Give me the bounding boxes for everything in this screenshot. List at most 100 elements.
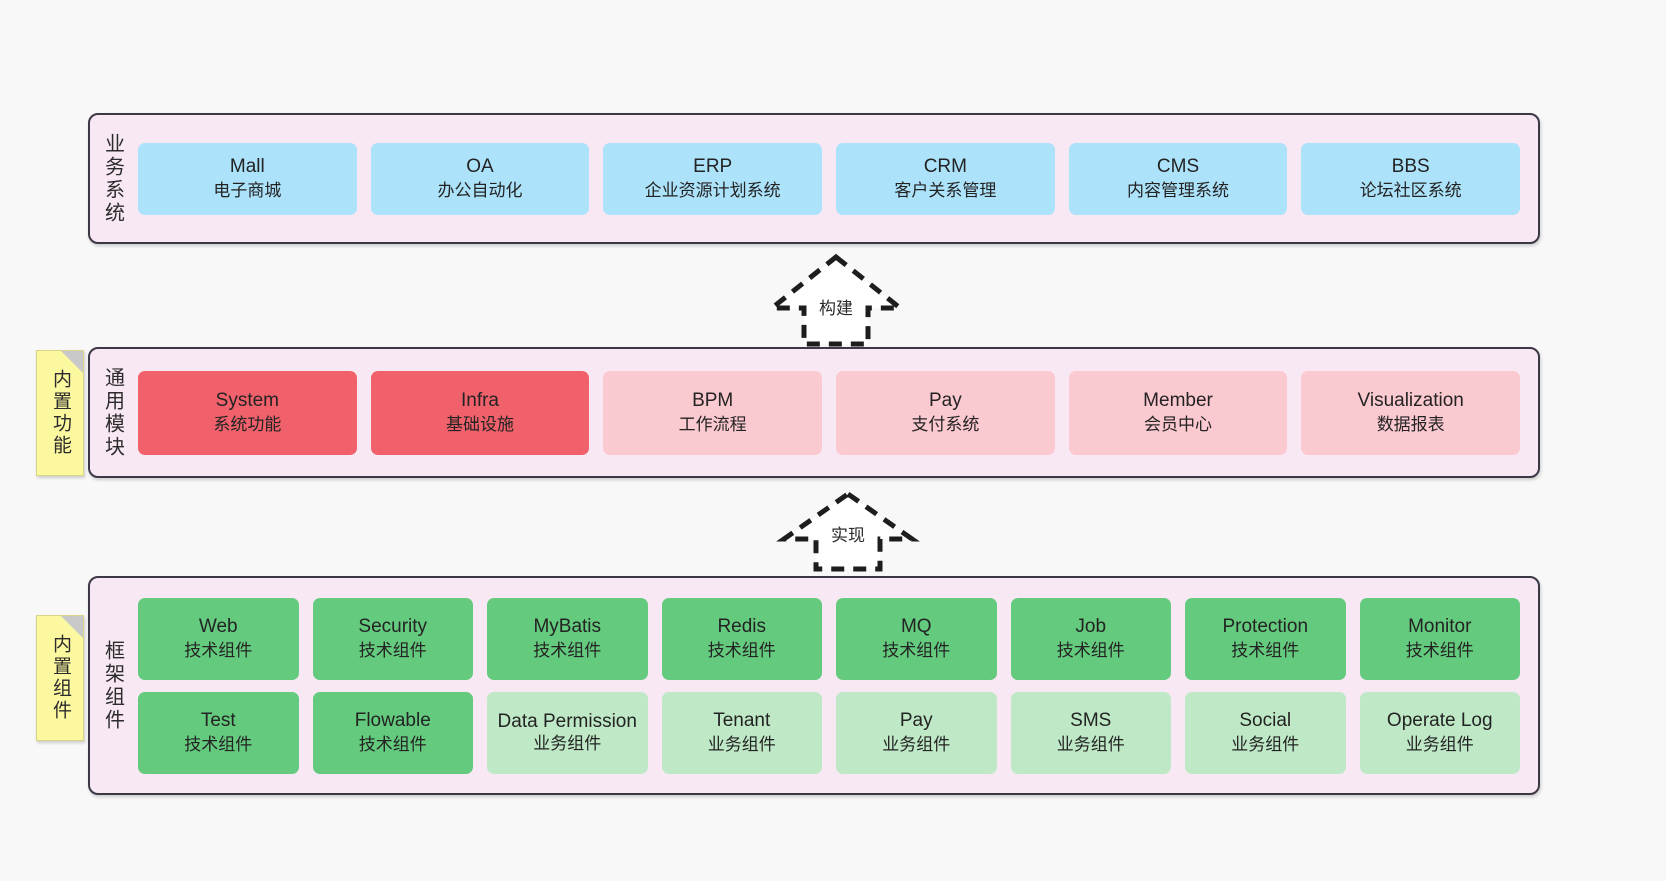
card-title: Tenant [713, 710, 771, 732]
note-builtin-component: 内置组件 [36, 615, 84, 741]
card-row: Mall 电子商城 OA 办公自动化 ERP 企业资源计划系统 CRM 客户关系… [138, 142, 1521, 215]
card-subtitle: 系统功能 [213, 414, 282, 434]
card-title: SMS [1070, 710, 1112, 732]
card-pay[interactable]: Pay 支付系统 [836, 370, 1055, 455]
card-subtitle: 电子商城 [213, 180, 282, 200]
card-subtitle: 技术组件 [707, 640, 776, 660]
note-label: 内置功能 [49, 369, 71, 457]
card-member[interactable]: Member 会员中心 [1068, 370, 1288, 455]
layer-title-framework: 框架组件 [101, 639, 124, 732]
card-subtitle: 技术组件 [882, 640, 951, 660]
card-mall[interactable]: Mall 电子商城 [138, 142, 357, 215]
layer-business-systems: 业务系统 Mall 电子商城 OA 办公自动化 ERP 企业资源计划系统 CRM… [88, 113, 1540, 244]
card-mybatis[interactable]: MyBatis 技术组件 [487, 597, 648, 680]
card-title: Redis [717, 616, 767, 638]
card-subtitle: 论坛社区系统 [1359, 180, 1462, 200]
note-label: 内置组件 [49, 634, 71, 722]
card-pay-component[interactable]: Pay 业务组件 [836, 691, 997, 774]
card-subtitle: 技术组件 [358, 734, 427, 754]
card-subtitle: 业务组件 [533, 733, 602, 753]
card-subtitle: 基础设施 [446, 414, 514, 434]
card-subtitle: 技术组件 [1056, 640, 1125, 660]
card-sms[interactable]: SMS 业务组件 [1010, 691, 1171, 774]
card-subtitle: 企业资源计划系统 [644, 180, 781, 200]
card-title: Test [200, 710, 236, 732]
layer-title-business: 业务系统 [101, 132, 124, 225]
card-title: Visualization [1357, 390, 1464, 412]
layer-common-modules: 通用模块 System 系统功能 Infra 基础设施 BPM 工作流程 Pay… [88, 347, 1540, 478]
card-title: Member [1143, 390, 1213, 412]
card-bbs[interactable]: BBS 论坛社区系统 [1301, 142, 1521, 215]
card-title: Mall [229, 156, 265, 178]
card-subtitle: 业务组件 [882, 734, 951, 754]
arrow-build: 构建 [748, 252, 924, 348]
card-visualization[interactable]: Visualization 数据报表 [1301, 370, 1521, 455]
card-web[interactable]: Web 技术组件 [138, 597, 299, 680]
dashed-up-arrow-icon [764, 253, 908, 347]
card-monitor[interactable]: Monitor 技术组件 [1359, 597, 1520, 680]
layer-body-business: Mall 电子商城 OA 办公自动化 ERP 企业资源计划系统 CRM 客户关系… [134, 115, 1538, 242]
card-test[interactable]: Test 技术组件 [138, 691, 299, 774]
card-subtitle: 办公自动化 [437, 180, 523, 200]
card-row: Test 技术组件 Flowable 技术组件 Data Permission … [138, 691, 1520, 774]
card-subtitle: 内容管理系统 [1127, 180, 1230, 200]
card-subtitle: 会员中心 [1144, 414, 1213, 434]
card-title: BBS [1391, 156, 1430, 178]
card-crm[interactable]: CRM 客户关系管理 [836, 142, 1055, 215]
card-subtitle: 技术组件 [184, 734, 253, 754]
card-subtitle: 业务组件 [1405, 734, 1474, 754]
card-title: MyBatis [533, 616, 602, 638]
note-builtin-function: 内置功能 [36, 350, 84, 476]
card-row: System 系统功能 Infra 基础设施 BPM 工作流程 Pay 支付系统… [138, 370, 1521, 455]
layer-body-modules: System 系统功能 Infra 基础设施 BPM 工作流程 Pay 支付系统… [134, 349, 1538, 476]
card-subtitle: 支付系统 [911, 414, 980, 434]
card-data-permission[interactable]: Data Permission 业务组件 [487, 691, 648, 774]
layer-framework-components: 框架组件 Web 技术组件 Security 技术组件 MyBatis 技术组件… [88, 576, 1540, 795]
card-erp[interactable]: ERP 企业资源计划系统 [603, 142, 823, 215]
card-title: Job [1075, 616, 1107, 638]
card-title: ERP [693, 156, 733, 178]
card-title: MQ [900, 616, 932, 638]
card-protection[interactable]: Protection 技术组件 [1185, 597, 1346, 680]
card-title: Infra [460, 390, 500, 412]
card-subtitle: 业务组件 [1056, 734, 1125, 754]
card-title: Pay [899, 710, 933, 732]
card-system[interactable]: System 系统功能 [138, 370, 357, 455]
card-mq[interactable]: MQ 技术组件 [836, 597, 997, 680]
card-tenant[interactable]: Tenant 业务组件 [661, 691, 822, 774]
card-security[interactable]: Security 技术组件 [312, 597, 473, 680]
card-title: Operate Log [1386, 710, 1493, 732]
card-title: Social [1239, 710, 1292, 732]
card-bpm[interactable]: BPM 工作流程 [603, 370, 823, 455]
card-infra[interactable]: Infra 基础设施 [370, 370, 590, 455]
card-title: Data Permission [497, 710, 637, 732]
card-subtitle: 技术组件 [1231, 640, 1300, 660]
card-subtitle: 客户关系管理 [894, 180, 997, 200]
card-title: Pay [928, 390, 962, 412]
card-social[interactable]: Social 业务组件 [1185, 691, 1346, 774]
card-operate-log[interactable]: Operate Log 业务组件 [1359, 691, 1520, 774]
card-title: OA [466, 156, 494, 178]
card-cms[interactable]: CMS 内容管理系统 [1068, 142, 1288, 215]
card-subtitle: 技术组件 [184, 640, 253, 660]
card-subtitle: 工作流程 [678, 414, 747, 434]
card-subtitle: 技术组件 [358, 640, 427, 660]
card-title: System [215, 390, 280, 412]
layer-title-modules: 通用模块 [101, 366, 124, 459]
dashed-up-arrow-icon [776, 490, 920, 572]
card-oa[interactable]: OA 办公自动化 [370, 142, 590, 215]
layer-body-framework: Web 技术组件 Security 技术组件 MyBatis 技术组件 Redi… [134, 578, 1538, 793]
card-title: CMS [1156, 156, 1200, 178]
card-subtitle: 数据报表 [1376, 414, 1445, 434]
arrow-implement: 实现 [760, 489, 936, 573]
card-job[interactable]: Job 技术组件 [1010, 597, 1171, 680]
card-redis[interactable]: Redis 技术组件 [661, 597, 822, 680]
card-title: CRM [923, 156, 967, 178]
card-subtitle: 技术组件 [1405, 640, 1474, 660]
card-flowable[interactable]: Flowable 技术组件 [312, 691, 473, 774]
card-title: Security [358, 616, 428, 638]
card-title: Protection [1222, 616, 1309, 638]
card-title: BPM [692, 390, 734, 412]
card-subtitle: 技术组件 [533, 640, 602, 660]
